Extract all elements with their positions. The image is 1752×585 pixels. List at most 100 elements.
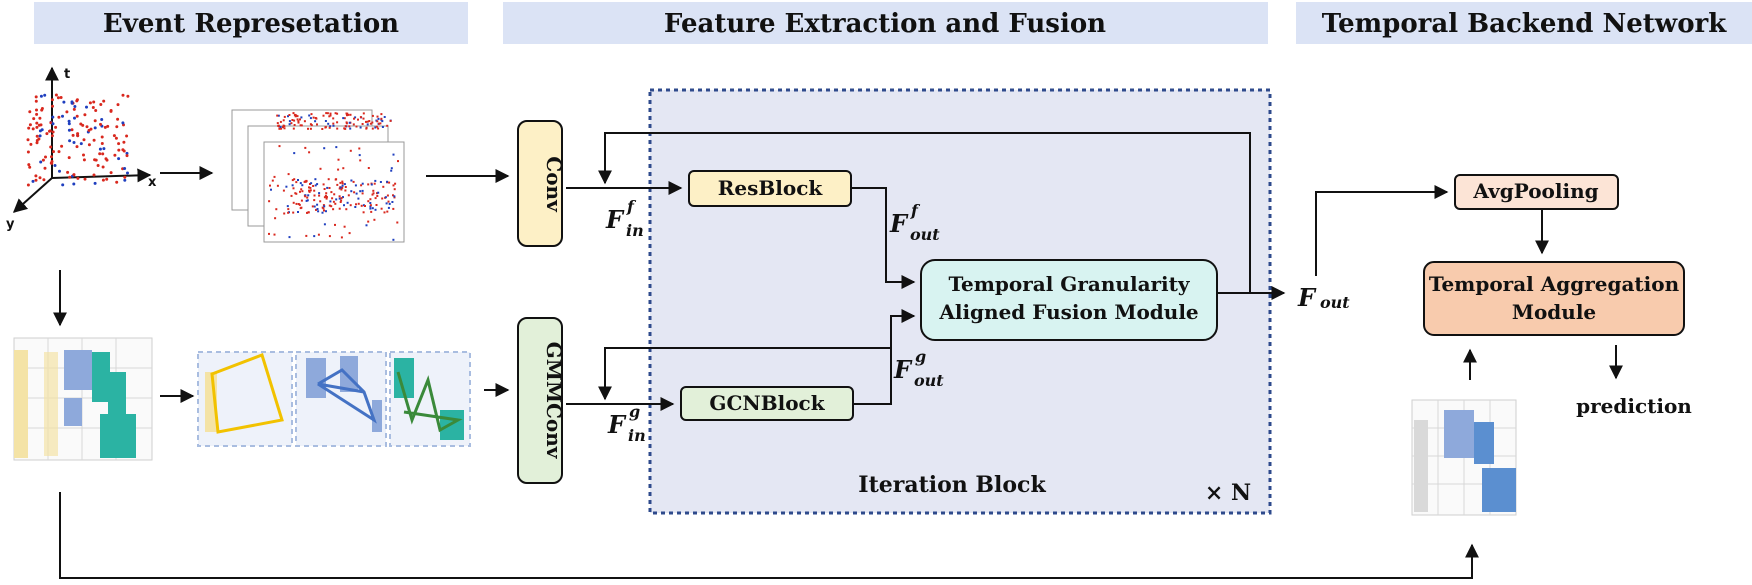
frame-event-dot [300, 124, 303, 127]
frame-event-dot [392, 238, 395, 241]
frame-event-dot [375, 204, 378, 206]
frame-event-dot [296, 115, 299, 118]
event-dot [34, 178, 38, 182]
frame-event-dot [376, 115, 379, 118]
frame-event-dot [365, 120, 367, 123]
event-dot [70, 100, 74, 104]
frame-event-dot [385, 202, 388, 205]
event-frame-3 [263, 141, 405, 243]
frame-event-dot [370, 183, 373, 186]
prediction-label: prediction [1576, 394, 1692, 418]
frame-event-dot [295, 181, 298, 184]
frame-event-dot [376, 195, 379, 197]
event-dot [85, 125, 89, 129]
frame-event-dot [326, 186, 329, 189]
frame-event-dot [349, 113, 352, 116]
frame-event-dot [339, 186, 342, 189]
frame-event-dot [316, 183, 319, 186]
frame-event-dot [285, 185, 288, 188]
graph-panel-yellow [197, 351, 293, 447]
event-dot [35, 134, 39, 138]
frame-event-dot [362, 204, 365, 207]
frame-event-dot [340, 197, 343, 200]
header-temporal-label: Temporal Backend Network [1322, 9, 1727, 39]
frame-event-dot [277, 124, 280, 127]
event-dot [38, 116, 42, 120]
event-dot [106, 124, 110, 128]
frame-event-dot [325, 197, 328, 200]
frame-event-dot [307, 127, 309, 130]
frame-event-dot [308, 190, 311, 193]
frame-event-dot [347, 113, 350, 116]
frame-event-dot [300, 199, 303, 202]
frame-event-dot [344, 186, 347, 188]
header-temporal-bg [1296, 2, 1752, 44]
frame-event-dot [382, 185, 385, 188]
frame-event-dot [383, 211, 386, 214]
frame-event-dot [313, 235, 316, 238]
frame-event-dot [359, 190, 362, 193]
frame-event-dot [321, 206, 324, 209]
event-dot [109, 171, 113, 175]
frame-event-dot [334, 112, 337, 115]
svg-text:out: out [910, 225, 940, 244]
frame-event-dot [323, 205, 326, 208]
svg-text:F: F [607, 410, 627, 439]
frame-event-dot [313, 194, 316, 197]
event-dot [99, 103, 103, 106]
event-dot [72, 182, 76, 186]
svg-text:in: in [626, 221, 644, 240]
frame-event-dot [329, 125, 332, 128]
frame-event-dot [297, 179, 299, 181]
frame-event-dot [334, 202, 337, 205]
frame-event-dot [388, 181, 391, 184]
frame-event-dot [303, 180, 306, 183]
event-dot [93, 181, 97, 185]
frame-event-dot [329, 112, 332, 115]
frame-event-dot [384, 196, 387, 199]
frame-event-dot [309, 183, 311, 185]
frame-event-dot [328, 187, 331, 189]
aggregation-module-label-line2: Module [1512, 300, 1596, 324]
frame-event-dot [358, 154, 361, 157]
frame-event-dot [314, 178, 317, 181]
frame-event-dot [297, 121, 300, 124]
frame-event-dot [318, 192, 321, 195]
frame-event-dot [342, 167, 345, 170]
frame-event-dot [314, 120, 317, 123]
event-dot [76, 176, 80, 180]
frame-event-dot [374, 197, 377, 200]
frame-event-dot [397, 160, 399, 163]
event-dot [121, 148, 125, 152]
frame-event-dot [279, 120, 282, 123]
frame-event-dot [371, 127, 374, 130]
frame-event-dot [377, 117, 380, 120]
event-dot [41, 158, 45, 162]
frame-event-dot [387, 200, 390, 203]
event-dot [28, 165, 32, 169]
frame-event-dot [268, 232, 270, 235]
frame-event-dot [309, 123, 312, 126]
frame-event-dot [392, 207, 395, 210]
event-dot [31, 127, 35, 131]
svg-text:in: in [628, 426, 646, 445]
frame-event-dot [348, 125, 351, 128]
frame-event-dot [352, 180, 355, 183]
event-dot [101, 178, 105, 182]
frame-event-dot [276, 114, 279, 117]
frame-event-dot [372, 192, 375, 195]
event-dot [34, 95, 38, 99]
header-event-bg [34, 2, 468, 44]
frame-event-dot [292, 127, 295, 130]
event-dot [116, 117, 120, 121]
frame-event-dot [392, 184, 395, 187]
frame-event-dot [293, 178, 296, 181]
event-dot [67, 128, 71, 132]
frame-event-dot [321, 211, 324, 214]
event-dot [67, 156, 71, 160]
frame-event-dot [300, 188, 303, 191]
frame-event-dot [366, 123, 369, 126]
event-dot [35, 141, 39, 145]
frame-event-dot [308, 186, 310, 189]
frame-event-dot [335, 178, 338, 181]
